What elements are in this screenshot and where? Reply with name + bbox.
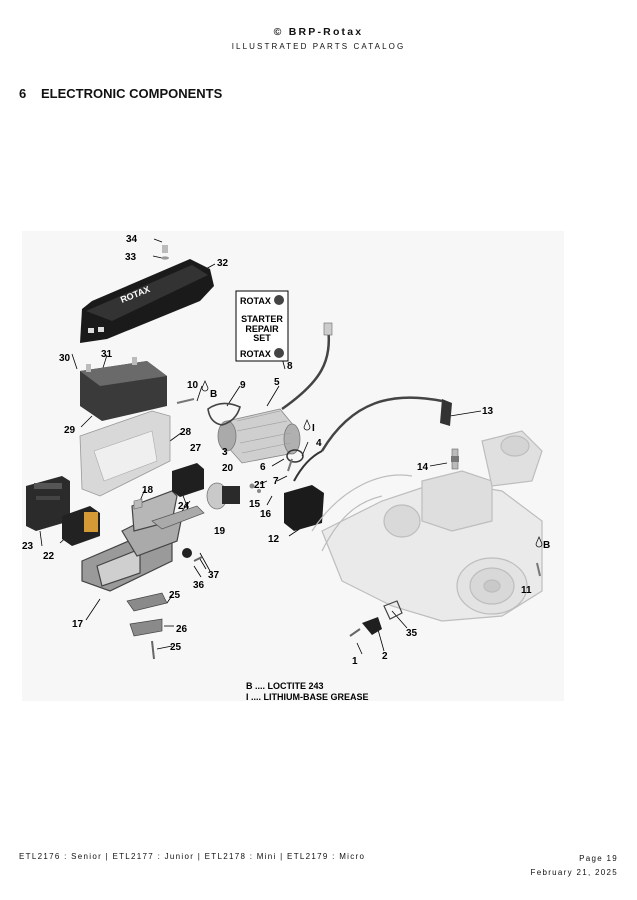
callout-8: 8 [287, 361, 293, 372]
relay-and-solenoid [172, 463, 261, 510]
callout-34: 34 [126, 234, 138, 245]
engine-block [311, 430, 543, 622]
callout-3: 3 [222, 447, 228, 458]
symbol-b-10: B [210, 389, 217, 400]
section-heading: ELECTRONIC COMPONENTS [41, 86, 223, 101]
footer-page-number: Page 19 [579, 854, 618, 863]
section-number: 6 [19, 86, 27, 101]
bolt-11 [536, 562, 541, 577]
starter-cable [281, 325, 330, 411]
starter-box-line1: STARTER [241, 314, 283, 324]
callout-31: 31 [101, 349, 113, 360]
callout-24: 24 [178, 501, 190, 512]
header-brand: © BRP-Rotax [273, 26, 364, 38]
starter-box-brand-bottom: ROTAX [240, 349, 271, 359]
callout-27: 27 [190, 443, 202, 454]
callout-25-lower: 25 [170, 642, 182, 653]
legend-line-b: B .... LOCTITE 243 [246, 681, 324, 691]
figure-legend: B .... LOCTITE 243 I .... LITHIUM-BASE G… [246, 681, 369, 701]
callout-7: 7 [273, 476, 279, 487]
callout-2: 2 [382, 651, 388, 662]
callout-12: 12 [268, 534, 280, 545]
starter-repair-set-box: ROTAX STARTER REPAIR SET ROTAX [235, 290, 289, 362]
callout-9: 9 [240, 380, 246, 391]
symbol-markers: B I B [201, 380, 550, 551]
voltage-regulator [62, 506, 100, 546]
starter-box-line2: REPAIR [245, 324, 279, 334]
callout-33: 33 [125, 252, 137, 263]
o-ring [286, 449, 304, 463]
callout-23: 23 [22, 541, 34, 552]
callout-28: 28 [180, 427, 192, 438]
callout-29: 29 [64, 425, 76, 436]
battery [80, 357, 167, 421]
legend-line-i: I .... LITHIUM-BASE GREASE [246, 692, 369, 701]
callout-18: 18 [142, 485, 154, 496]
footer-models: ETL2176 : Senior | ETL2177 : Junior | ET… [19, 852, 366, 861]
callout-21: 21 [254, 480, 266, 491]
battery-holder [79, 410, 171, 497]
footer-page-info: Page 19 February 21, 2025 [531, 852, 618, 880]
callout-10: 10 [187, 380, 199, 391]
callout-15: 15 [249, 499, 261, 510]
footer-date: February 21, 2025 [530, 868, 618, 877]
spark-plug [451, 448, 459, 470]
symbol-i-4: I [312, 423, 315, 434]
starter-box-line3: SET [253, 333, 271, 343]
callout-25-upper: 25 [169, 590, 181, 601]
starter-box-brand-top: ROTAX [240, 296, 271, 306]
symbol-b-11: B [543, 540, 550, 551]
main-bracket [81, 490, 183, 592]
callout-36: 36 [193, 580, 205, 591]
callout-labels: 1 2 3 4 5 6 7 8 9 10 11 12 13 14 15 16 1… [22, 234, 532, 667]
sensor-assembly [349, 600, 403, 637]
callout-11: 11 [521, 585, 532, 596]
callout-14: 14 [417, 462, 429, 473]
callout-19: 19 [214, 526, 226, 537]
callout-20: 20 [222, 463, 234, 474]
battery-cover: ROTAX [80, 245, 214, 343]
gasket-9 [176, 398, 241, 426]
callout-6: 6 [260, 462, 266, 473]
callout-4: 4 [316, 438, 322, 449]
bolts-36-37 [182, 548, 203, 562]
callout-1: 1 [352, 656, 358, 667]
header-subtitle: ILLUSTRATED PARTS CATALOG [231, 42, 406, 51]
callout-30: 30 [59, 353, 71, 364]
callout-35: 35 [406, 628, 418, 639]
ht-lead [320, 396, 452, 452]
callout-13: 13 [482, 406, 494, 417]
ecu-box [26, 476, 70, 531]
callout-32: 32 [217, 258, 229, 269]
section-title: 6 ELECTRONIC COMPONENTS [19, 86, 222, 101]
ignition-coil [284, 450, 324, 531]
callout-26: 26 [176, 624, 188, 635]
small-brackets [126, 498, 205, 660]
callout-16: 16 [260, 509, 272, 520]
callout-22: 22 [43, 551, 55, 562]
starter-motor [217, 408, 301, 464]
exploded-parts-diagram: ROTAX [22, 231, 564, 701]
callout-37: 37 [208, 570, 220, 581]
callout-17: 17 [72, 619, 84, 630]
callout-5: 5 [274, 377, 280, 388]
